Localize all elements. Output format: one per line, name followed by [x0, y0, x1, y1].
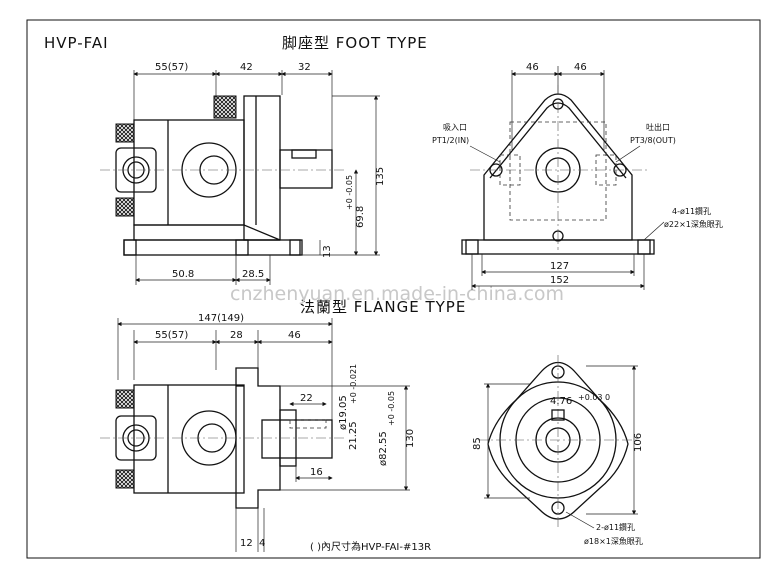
dim-42: 42	[240, 62, 253, 73]
outlet-label: 吐出口	[646, 122, 670, 132]
foot-side-view: 55(57) 42 32 135 69.8 +0 -0.05	[100, 62, 386, 285]
dim-46-flange: 46	[288, 330, 301, 341]
dim-4-76: 4.76	[550, 396, 572, 407]
dim-22: 22	[300, 393, 313, 404]
flange-side-view: 147(149) 55(57) 28 46 22 ø19.05 +0 -0.02…	[100, 313, 431, 553]
foot-end-view: 46 46 吸入口 PT1/2(IN) 吐出口 PT3/8(OUT) 4-ø11…	[432, 62, 723, 290]
dim-69-8-tol: +0 -0.05	[345, 175, 354, 210]
dim-12: 12	[240, 538, 253, 549]
flange-footnote: ( )內尺寸為HVP-FAI-#13R	[310, 540, 431, 553]
flange-end-view: 4.76 +0.03 0 85 106 2-ø11鑽孔 ø18×1深魚眼孔	[472, 355, 644, 546]
dim-50-8: 50.8	[172, 269, 194, 280]
dim-147-149: 147(149)	[198, 313, 244, 324]
dim-69-8: 69.8	[355, 206, 366, 228]
dim-21-25: 21.25	[348, 421, 359, 450]
dim-13: 13	[322, 245, 333, 258]
dim-28-5: 28.5	[242, 269, 264, 280]
dim-130: 130	[405, 429, 416, 448]
flange-type-title: 法蘭型 FLANGE TYPE	[300, 298, 466, 316]
dim-106: 106	[633, 433, 644, 452]
dim-55-57-flange: 55(57)	[155, 330, 188, 341]
flange-hole-note-1: 2-ø11鑽孔	[596, 522, 635, 532]
dim-46-right: 46	[574, 62, 587, 73]
inlet-label: 吸入口	[443, 123, 467, 132]
model-label: HVP-FAI	[44, 34, 109, 52]
dim-127: 127	[550, 261, 569, 272]
dim-152: 152	[550, 275, 569, 286]
drawing-border	[26, 19, 761, 559]
dim-4: 4	[259, 538, 265, 549]
outlet-port: PT3/8(OUT)	[630, 136, 676, 145]
dim-55-57: 55(57)	[155, 62, 188, 73]
dim-32: 32	[298, 62, 311, 73]
inlet-port: PT1/2(IN)	[432, 136, 469, 145]
dim-19-05: ø19.05	[338, 395, 349, 430]
flange-hole-note-2: ø18×1深魚眼孔	[584, 536, 643, 546]
foot-type-title: 脚座型 FOOT TYPE	[282, 34, 428, 52]
dim-16: 16	[310, 467, 323, 478]
foot-hole-note-2: ø22×1深魚眼孔	[664, 219, 723, 229]
dim-82-55: ø82.55	[378, 431, 389, 466]
dim-19-05-tol: +0 -0.021	[349, 364, 358, 404]
dim-135: 135	[375, 167, 386, 186]
dim-85: 85	[472, 437, 483, 450]
dim-28: 28	[230, 330, 243, 341]
dim-82-55-tol: +0 -0.05	[387, 391, 396, 426]
dim-4-76-tol: +0.03 0	[578, 393, 610, 402]
watermark: cnzhenyuan.en.made-in-china.com	[230, 283, 564, 305]
dim-46-left: 46	[526, 62, 539, 73]
foot-hole-note-1: 4-ø11鑽孔	[672, 206, 711, 216]
